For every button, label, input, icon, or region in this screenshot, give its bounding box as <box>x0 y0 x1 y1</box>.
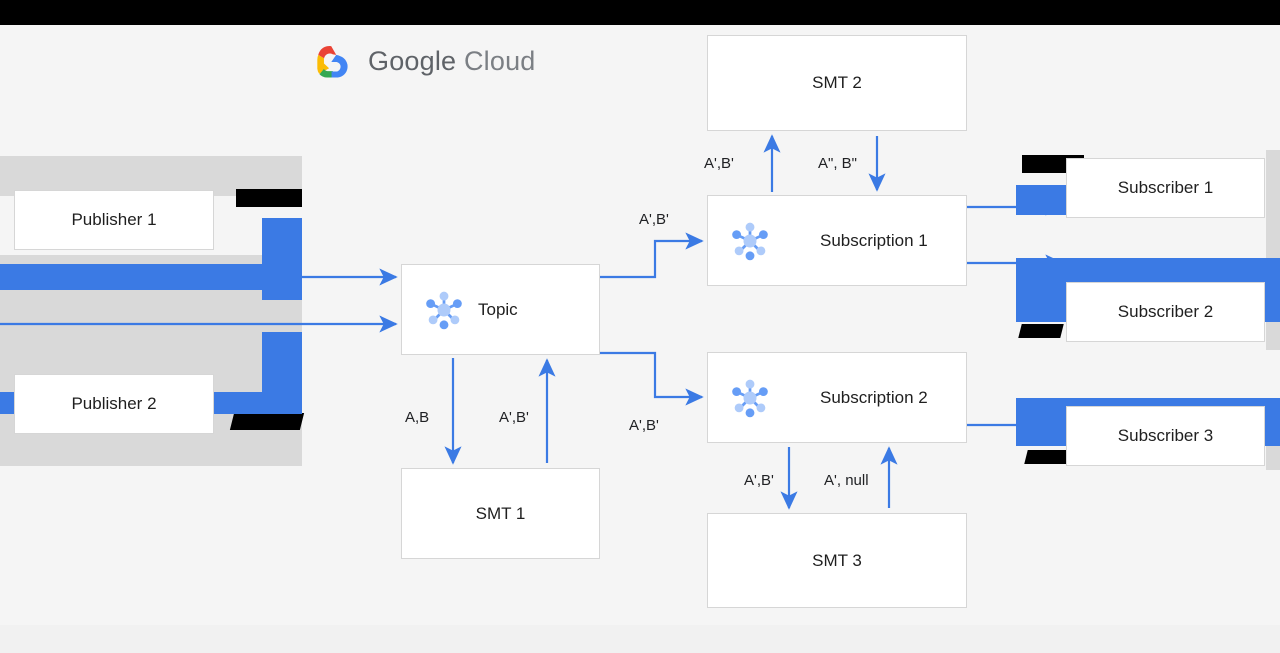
redaction-bar-1 <box>236 189 302 207</box>
pubsub-hub-icon <box>426 291 462 329</box>
node-label: Subscription 1 <box>820 230 928 250</box>
node-topic[interactable]: Topic <box>401 264 600 355</box>
node-label: Subscriber 2 <box>1117 302 1214 321</box>
pubsub-hub-icon <box>732 222 768 260</box>
node-smt2[interactable]: SMT 2 <box>707 35 967 131</box>
top-black-bar <box>0 0 1280 25</box>
node-smt1[interactable]: SMT 1 <box>401 468 600 559</box>
redaction-bar-5 <box>1024 450 1072 464</box>
node-subscription2[interactable]: Subscription 2 <box>707 352 967 443</box>
pubsub-hub-icon <box>732 379 768 417</box>
redaction-bar-4 <box>1018 324 1064 338</box>
node-label: Subscription 2 <box>820 387 928 407</box>
node-label: Subscriber 3 <box>1117 426 1214 445</box>
node-subscriber3[interactable]: Subscriber 3 <box>1066 406 1265 466</box>
node-label: Subscriber 1 <box>1117 178 1214 197</box>
google-cloud-wordmark: Google Cloud <box>368 46 536 77</box>
highlight-block-1 <box>262 218 302 300</box>
edge-label-smt1-topic: A',B' <box>499 409 529 426</box>
edge-label-topic-subscription1: A',B' <box>639 211 669 228</box>
edge-label-subscription1-smt2: A',B' <box>704 155 734 172</box>
edge-label-topic-smt1: A,B <box>405 409 430 426</box>
node-smt3[interactable]: SMT 3 <box>707 513 967 608</box>
node-label: SMT 2 <box>812 73 862 92</box>
google-cloud-mark-icon <box>317 45 348 78</box>
node-label: Topic <box>478 299 518 319</box>
node-publisher2-front[interactable]: Publisher 2 <box>14 374 214 434</box>
node-label: SMT 3 <box>812 550 862 570</box>
edge-label-subscription2-smt3: A',B' <box>744 472 774 489</box>
node-label: SMT 1 <box>475 503 526 523</box>
highlight-block-7 <box>1016 258 1280 276</box>
node-subscriber1[interactable]: Subscriber 1 <box>1066 158 1265 218</box>
edge-label-smt3-subscription2: A', null <box>824 472 869 489</box>
redaction-bar-2 <box>229 413 305 430</box>
highlight-block-2 <box>0 264 262 290</box>
google-cloud-logo: Google Cloud <box>308 42 536 80</box>
edge-label-smt2-subscription1: A", B" <box>818 155 857 172</box>
node-label: Publisher 2 <box>71 394 157 413</box>
node-subscription1[interactable]: Subscription 1 <box>707 195 967 286</box>
node-publisher1-front[interactable]: Publisher 1 <box>14 190 214 250</box>
wordmark-cloud: Cloud <box>463 45 536 76</box>
highlight-block-3 <box>262 332 302 414</box>
wordmark-google: Google <box>368 45 457 76</box>
node-label: Publisher 1 <box>71 210 157 229</box>
node-subscriber2[interactable]: Subscriber 2 <box>1066 282 1265 342</box>
edge-label-topic-subscription2: A',B' <box>629 417 659 434</box>
